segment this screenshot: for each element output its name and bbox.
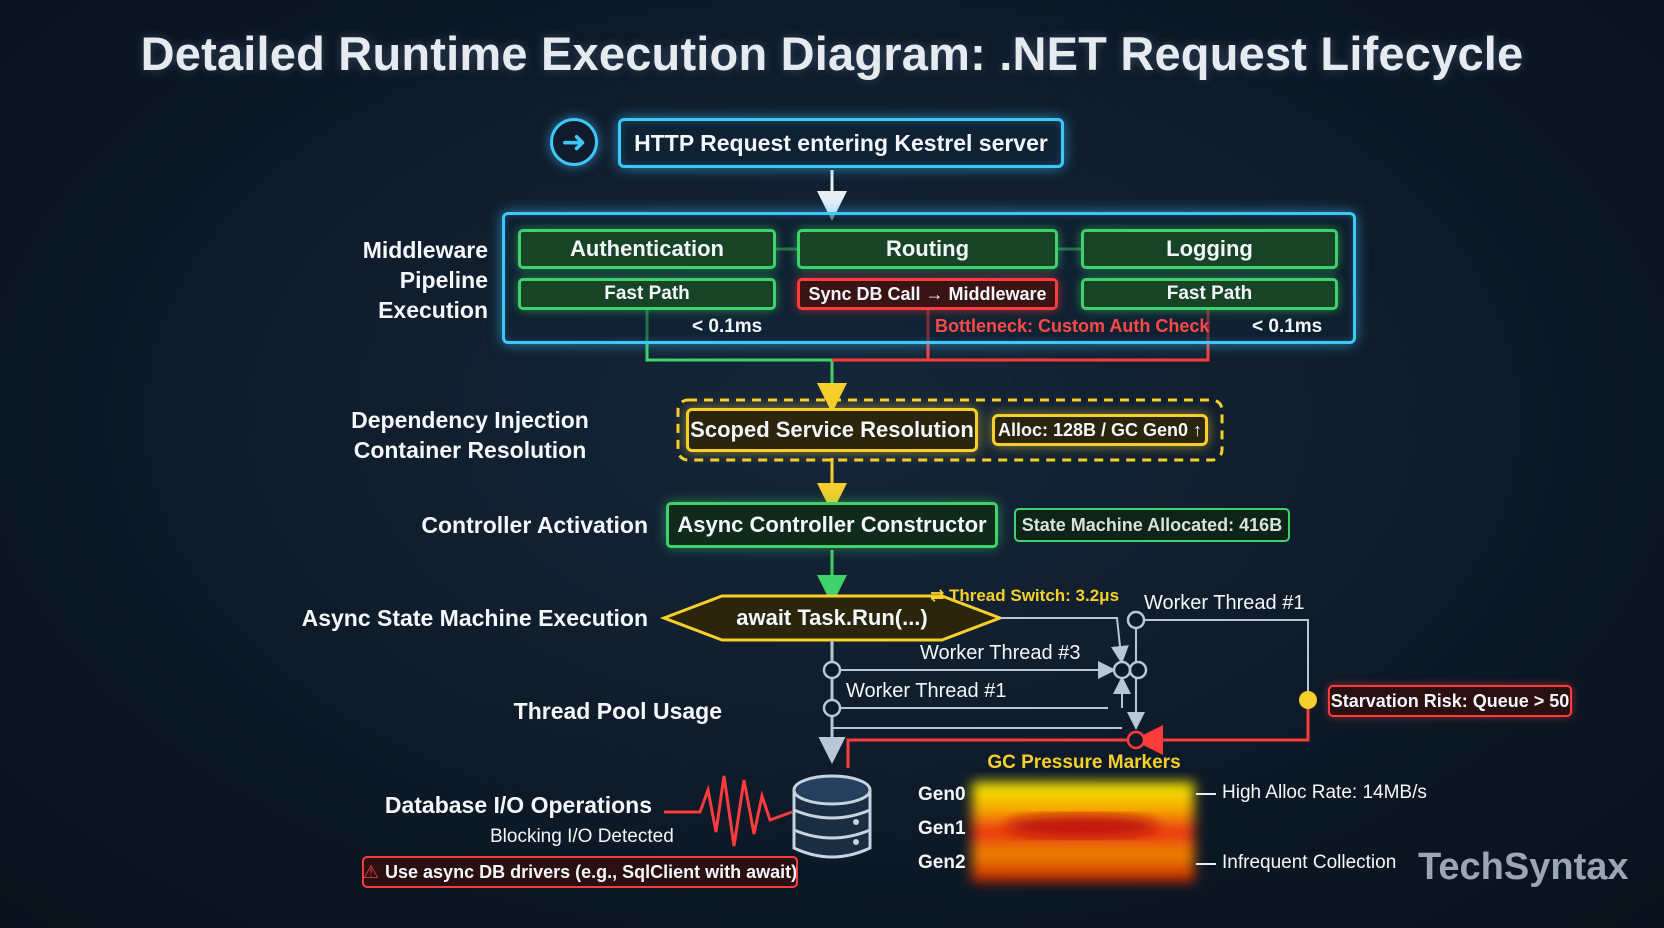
gc-high-alloc-note: High Alloc Rate: 14MB/s	[1222, 782, 1427, 803]
node-merge-b	[1128, 660, 1148, 680]
di-alloc-badge: Alloc: 128B / GC Gen0 ↑	[992, 414, 1208, 446]
brand-logo: TechSyntax	[1418, 846, 1629, 888]
request-box: HTTP Request entering Kestrel server	[618, 118, 1064, 168]
bottleneck-note: Bottleneck: Custom Auth Check	[935, 316, 1210, 336]
blocking-io-waveform	[664, 775, 793, 847]
gc-heatmap	[972, 782, 1194, 882]
node-feedback	[1126, 730, 1146, 750]
auth-timing: < 0.1ms	[692, 316, 763, 337]
node-worker3-start	[822, 660, 842, 680]
node-worker1-start	[822, 698, 842, 718]
async-driver-warning: ⚠Use async DB drivers (e.g., SqlClient w…	[362, 856, 798, 888]
worker-thread-3: Worker Thread #3	[920, 642, 1081, 664]
thread-switch-note: ⇄ Thread Switch: 3.2μs	[930, 586, 1120, 605]
routing-sync-db-call: Sync DB Call → Middleware	[797, 278, 1058, 310]
scoped-service-box: Scoped Service Resolution	[686, 408, 978, 452]
gc-infrequent-note: Infrequent Collection	[1222, 852, 1397, 873]
logging-box: Logging	[1081, 229, 1338, 269]
thread-pool-section-label: Thread Pool Usage	[513, 698, 722, 724]
async-section-label: Async State Machine Execution	[301, 605, 648, 631]
auth-fast-path: Fast Path	[518, 278, 776, 310]
arrow-right-icon: ➜	[550, 118, 598, 166]
starvation-indicator-dot	[1299, 691, 1317, 709]
di-dashed-container	[676, 398, 1224, 462]
routing-box: Routing	[797, 229, 1058, 269]
gc-gen2-label: Gen2	[918, 852, 966, 873]
gc-gen1-label: Gen1	[918, 818, 966, 839]
gc-title: GC Pressure Markers	[987, 752, 1181, 773]
warning-icon: ⚠	[362, 861, 380, 882]
wire-switch-down	[1111, 617, 1129, 664]
page-title: Detailed Runtime Execution Diagram: .NET…	[140, 27, 1524, 80]
wire-feedback-to-db	[846, 738, 1136, 768]
node-merge-a	[1112, 660, 1132, 680]
middleware-section-label: Middleware Pipeline Execution	[362, 237, 488, 323]
database-section-label: Database I/O Operations	[384, 792, 652, 818]
state-machine-note: State Machine Allocated: 416B	[1014, 508, 1290, 542]
wire-starvation-feedback	[1133, 700, 1310, 755]
controller-section-label: Controller Activation	[421, 512, 648, 538]
await-task-label: await Task.Run(...)	[736, 605, 928, 630]
logging-timing: < 0.1ms	[1252, 316, 1323, 337]
node-worker-top	[1126, 610, 1146, 630]
authentication-box: Authentication	[518, 229, 776, 269]
logging-fast-path: Fast Path	[1081, 278, 1338, 310]
starvation-risk-badge: Starvation Risk: Queue > 50	[1328, 685, 1572, 717]
database-icon	[792, 774, 872, 859]
wire-top-loop	[1136, 619, 1309, 700]
worker-thread-1: Worker Thread #1	[846, 680, 1007, 702]
di-section-label: Dependency Injection Container Resolutio…	[351, 407, 589, 463]
async-controller-box: Async Controller Constructor	[666, 502, 998, 548]
worker-thread-top: Worker Thread #1	[1144, 592, 1305, 614]
blocking-io-note: Blocking I/O Detected	[490, 826, 674, 847]
thread-switch-icon: ⇄	[930, 586, 949, 605]
gc-gen0-label: Gen0	[918, 784, 966, 805]
